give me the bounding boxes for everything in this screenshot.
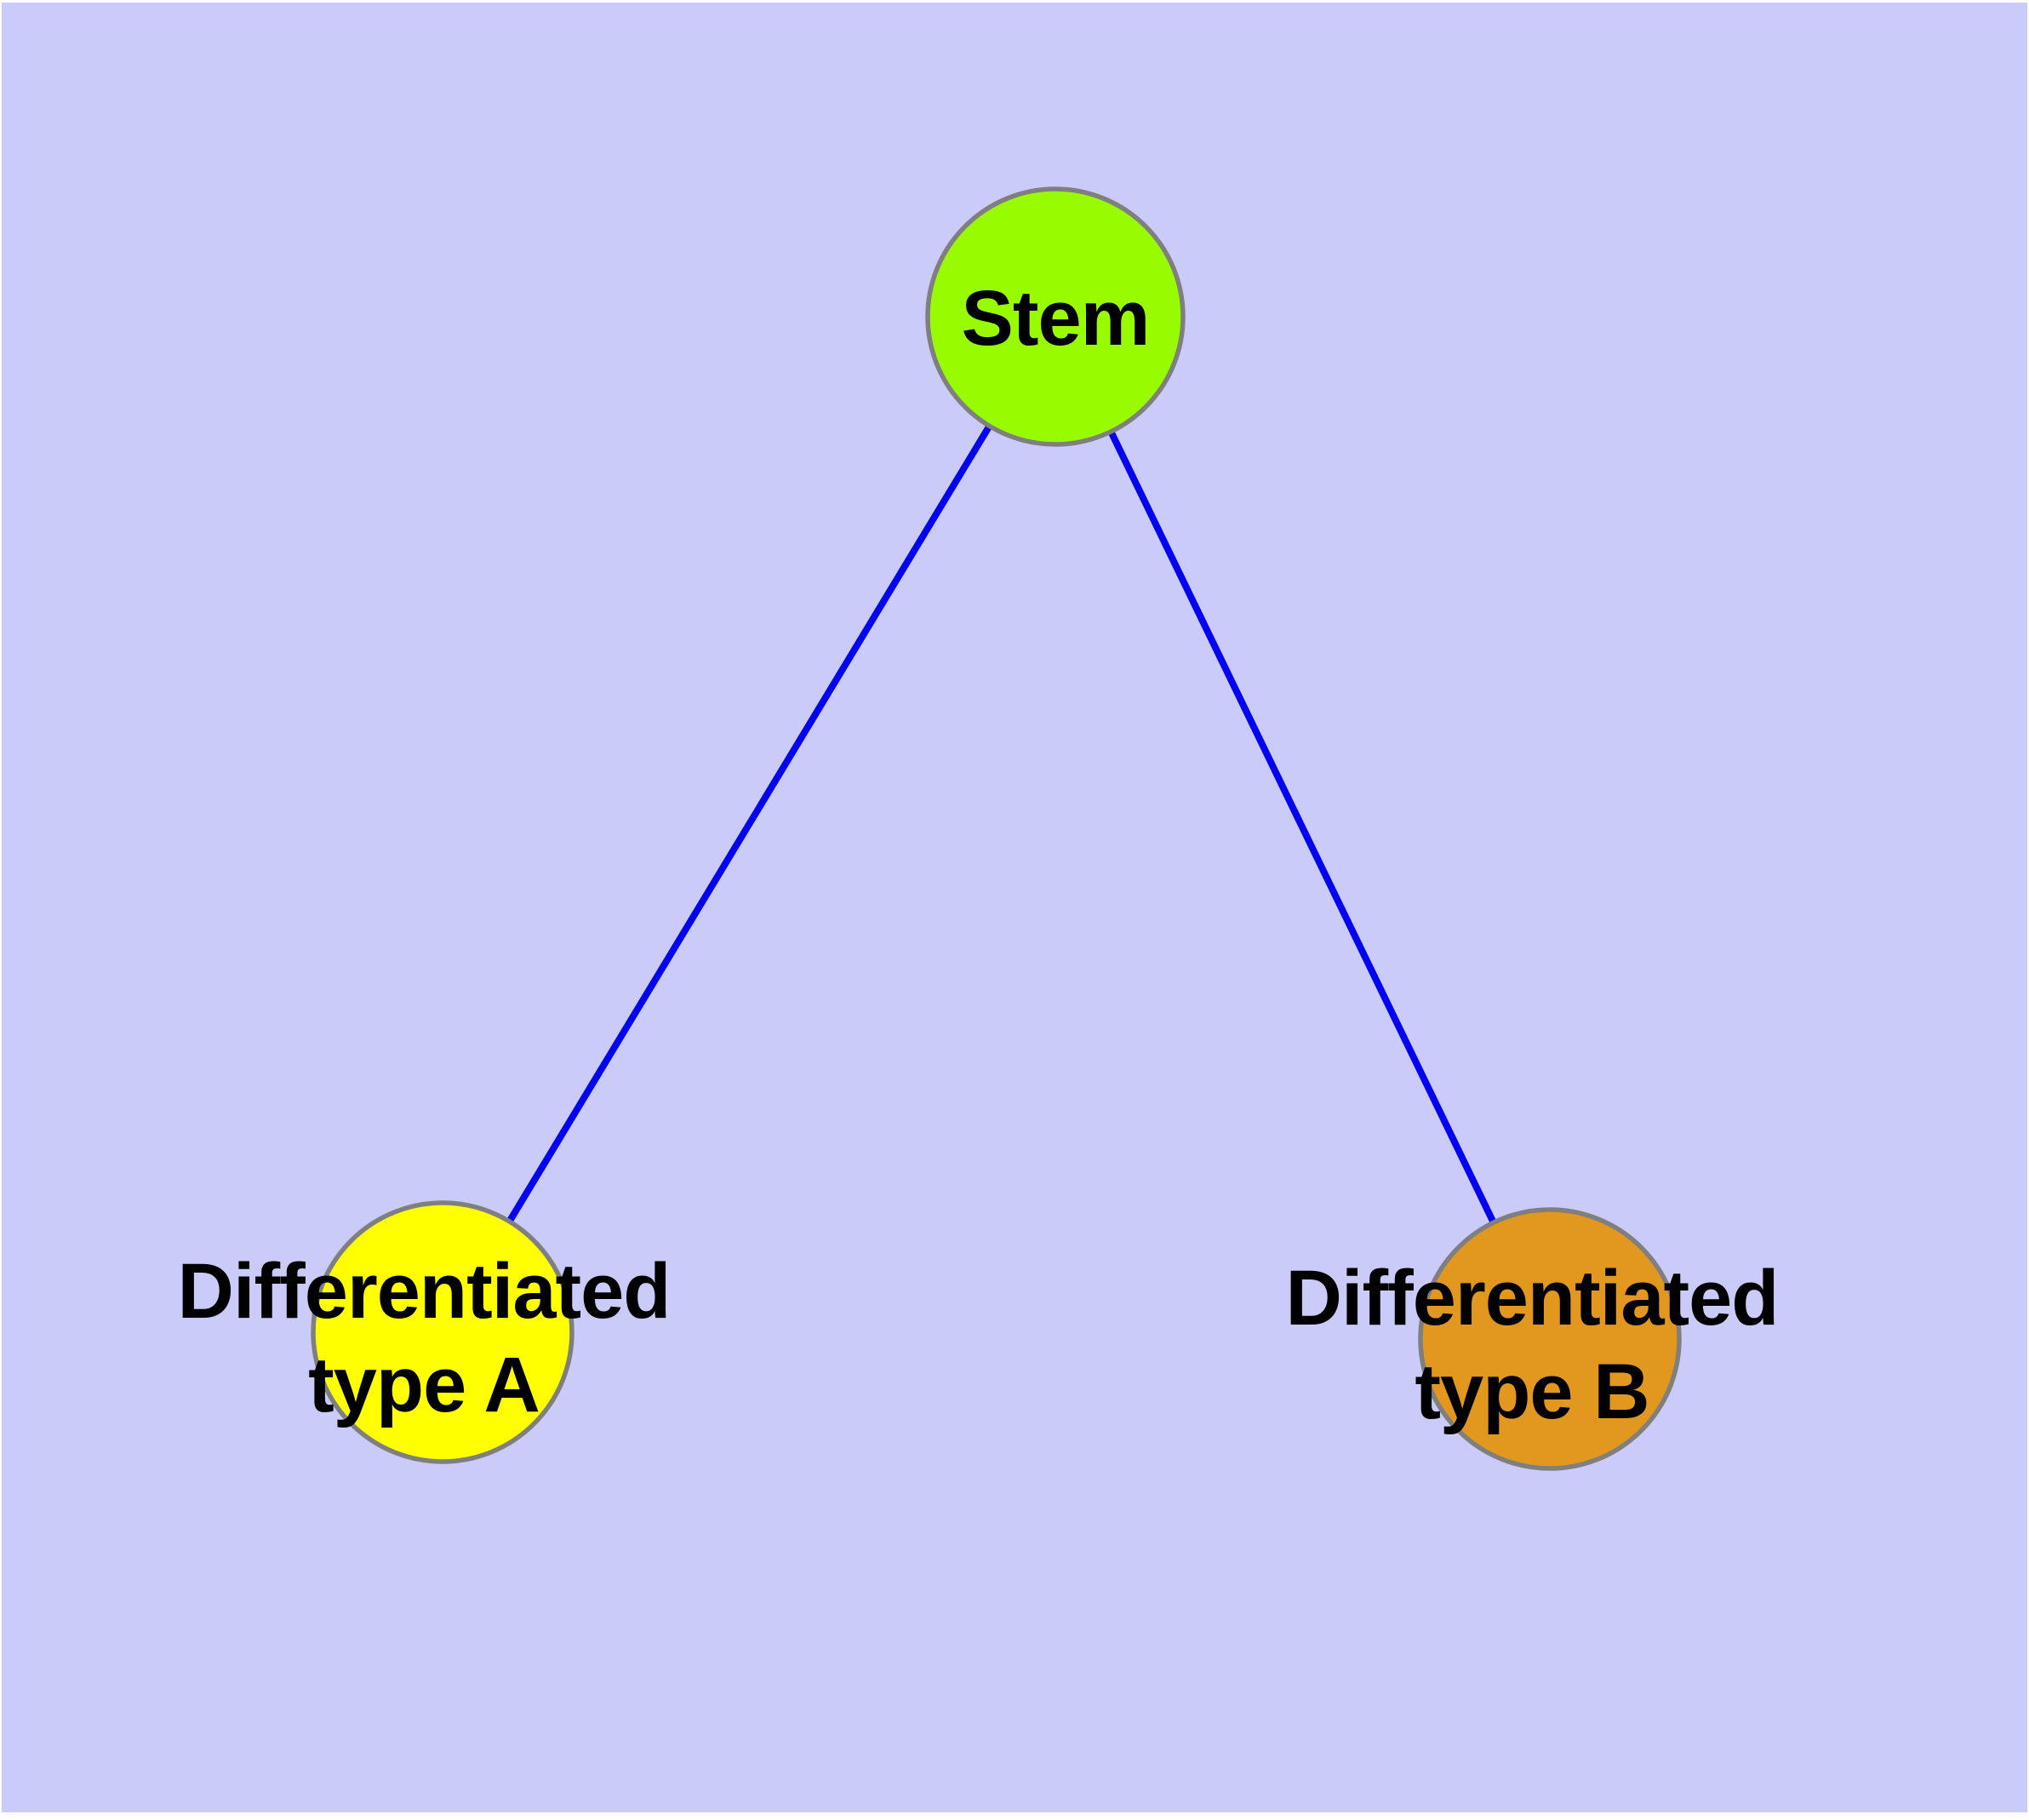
node-type-a-label-line-1: Differentiated [177,1248,672,1335]
node-type-b-label-line-1: Differentiated [1285,1255,1780,1342]
node-differentiated-type-b [1418,1207,1682,1471]
node-stem-label: Stem [961,272,1151,365]
node-stem-label-line: Stem [961,275,1151,362]
node-differentiated-type-b-label: Differentiated type B [1285,1251,1780,1439]
node-differentiated-type-a [311,1200,574,1464]
edge-stem-to-type-a [439,314,1059,1335]
node-type-b-label-line-2: type B [1415,1348,1649,1435]
node-differentiated-type-a-label: Differentiated type A [177,1245,672,1432]
edge-stem-to-type-b [1052,315,1553,1341]
node-type-a-label-line-2: type A [308,1342,540,1428]
node-stem [925,186,1186,447]
